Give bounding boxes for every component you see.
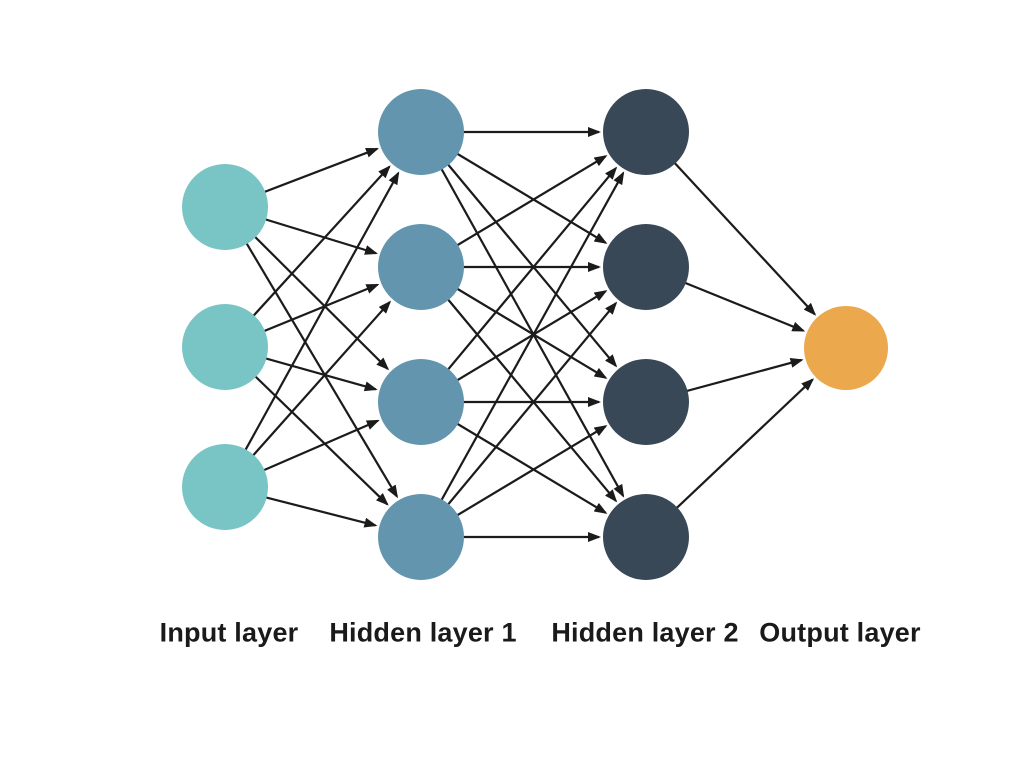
nodes-group	[182, 89, 888, 580]
edge-hidden1-4-to-hidden2-1	[420, 171, 625, 538]
layer-label-hidden1: Hidden layer 1	[329, 617, 517, 648]
layer-label-input: Input layer	[159, 617, 299, 648]
node-hidden1-4	[378, 494, 464, 580]
edge-input-1-to-hidden1-4	[224, 206, 399, 499]
layer-label-hidden2: Hidden layer 2	[551, 617, 739, 648]
edge-input-3-to-hidden1-1	[224, 171, 400, 488]
node-input-1	[182, 164, 268, 250]
edges-group	[224, 127, 817, 542]
node-input-3	[182, 444, 268, 530]
layer-label-output: Output layer	[759, 617, 921, 648]
node-hidden1-2	[378, 224, 464, 310]
edge-hidden1-2-to-hidden2-4	[420, 266, 618, 503]
node-hidden1-3	[378, 359, 464, 445]
edge-hidden1-1-to-hidden2-4	[420, 131, 625, 498]
edge-hidden1-1-to-hidden2-3	[420, 131, 618, 368]
node-hidden2-4	[603, 494, 689, 580]
node-hidden2-3	[603, 359, 689, 445]
node-hidden2-2	[603, 224, 689, 310]
edge-hidden1-4-to-hidden2-2	[420, 301, 618, 538]
node-input-2	[182, 304, 268, 390]
node-hidden2-1	[603, 89, 689, 175]
node-output-1	[804, 306, 888, 390]
edge-hidden1-3-to-hidden2-1	[420, 166, 618, 403]
node-hidden1-1	[378, 89, 464, 175]
